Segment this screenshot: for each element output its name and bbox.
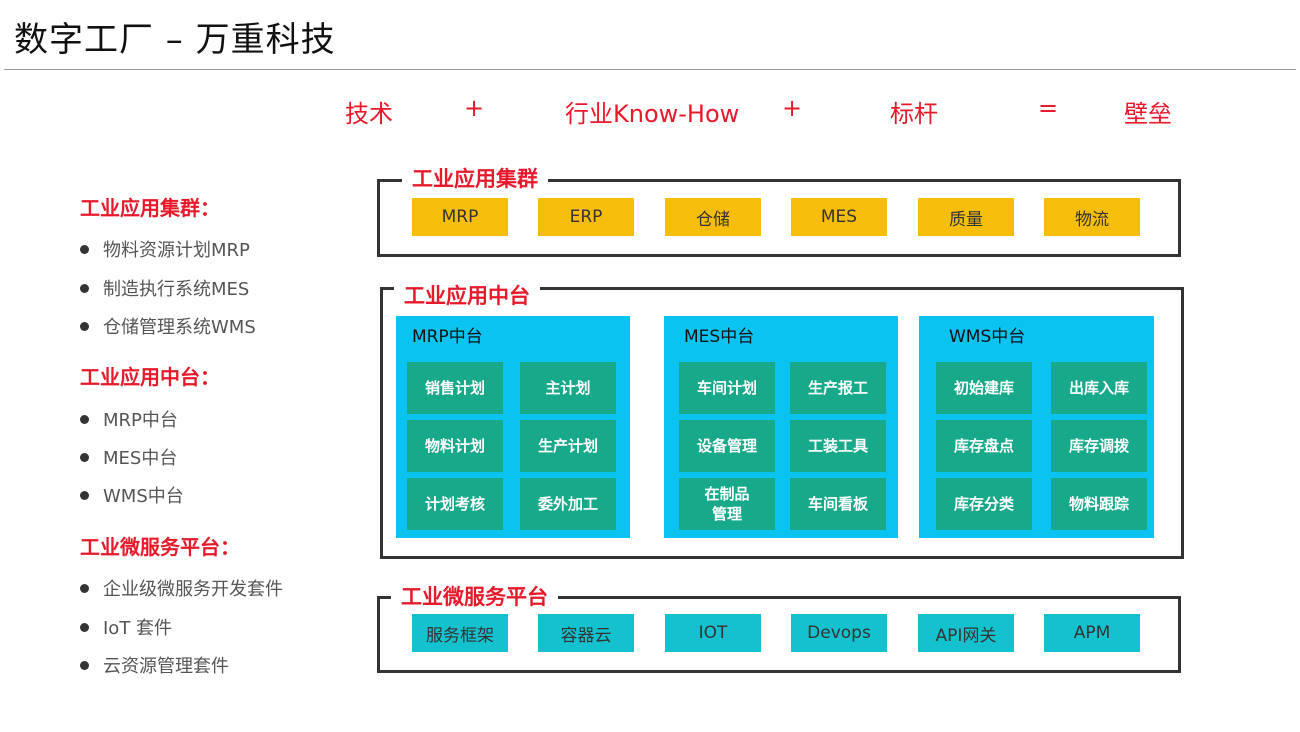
- panel-cell: 库存盘点: [936, 420, 1032, 472]
- micro-chip: Devops: [791, 614, 887, 652]
- cluster-label: 工业应用集群: [402, 163, 548, 193]
- panel-mes: MES中台 车间计划 生产报工 设备管理 工装工具 在制品 管理 车间看板: [664, 316, 898, 538]
- bullet-icon: [80, 660, 89, 670]
- side-heading-cluster: 工业应用集群：: [80, 196, 220, 220]
- formula-plus-2: +: [782, 94, 803, 122]
- side-item: 企业级微服务开发套件: [80, 575, 283, 601]
- side-heading-micro: 工业微服务平台：: [80, 535, 240, 559]
- panel-mrp: MRP中台 销售计划 主计划 物料计划 生产计划 计划考核 委外加工: [396, 316, 630, 538]
- cluster-chip: MRP: [412, 198, 508, 236]
- panel-cell: 库存调拨: [1051, 420, 1147, 472]
- panel-title: WMS中台: [949, 327, 1026, 347]
- side-heading-middle: 工业应用中台：: [80, 365, 220, 389]
- panel-cell: 车间计划: [679, 362, 775, 414]
- cluster-frame: [377, 179, 1181, 257]
- panel-title: MES中台: [684, 327, 755, 347]
- page-title: 数字工厂 – 万重科技: [14, 20, 336, 60]
- cluster-chip: 质量: [918, 198, 1014, 236]
- micro-chip: 服务框架: [412, 614, 508, 652]
- formula-term-knowhow: 行业Know-How: [565, 100, 740, 128]
- middle-frame: [380, 287, 1184, 559]
- bullet-icon: [80, 583, 89, 593]
- panel-cell: 生产计划: [520, 420, 616, 472]
- micro-chip: APM: [1044, 614, 1140, 652]
- side-item: 仓储管理系统WMS: [80, 313, 256, 339]
- side-item: MRP中台: [80, 406, 178, 432]
- panel-cell: 工装工具: [790, 420, 886, 472]
- side-item: 物料资源计划MRP: [80, 236, 250, 262]
- side-item: WMS中台: [80, 482, 184, 508]
- micro-chip: API网关: [918, 614, 1014, 652]
- bullet-icon: [80, 452, 89, 462]
- panel-cell: 委外加工: [520, 478, 616, 530]
- title-divider: [4, 69, 1296, 70]
- micro-frame: [377, 596, 1181, 673]
- panel-cell: 库存分类: [936, 478, 1032, 530]
- formula-term-tech: 技术: [345, 100, 393, 128]
- formula-plus-1: +: [464, 94, 485, 122]
- bullet-icon: [80, 414, 89, 424]
- bullet-icon: [80, 321, 89, 331]
- formula-equals: =: [1038, 94, 1059, 122]
- panel-wms: WMS中台 初始建库 出库入库 库存盘点 库存调拨 库存分类 物料跟踪: [919, 316, 1154, 538]
- panel-cell: 物料计划: [407, 420, 503, 472]
- panel-title: MRP中台: [412, 327, 483, 347]
- bullet-icon: [80, 622, 89, 632]
- panel-cell: 计划考核: [407, 478, 503, 530]
- panel-cell: 初始建库: [936, 362, 1032, 414]
- micro-label: 工业微服务平台: [391, 581, 558, 611]
- side-item: MES中台: [80, 444, 177, 470]
- middle-label: 工业应用中台: [394, 280, 540, 310]
- panel-cell: 设备管理: [679, 420, 775, 472]
- panel-cell: 生产报工: [790, 362, 886, 414]
- panel-cell: 销售计划: [407, 362, 503, 414]
- cluster-chip: 仓储: [665, 198, 761, 236]
- panel-cell: 车间看板: [790, 478, 886, 530]
- bullet-icon: [80, 283, 89, 293]
- cluster-chip: 物流: [1044, 198, 1140, 236]
- micro-chip: 容器云: [538, 614, 634, 652]
- bullet-icon: [80, 244, 89, 254]
- panel-cell: 在制品 管理: [679, 478, 775, 530]
- panel-cell: 出库入库: [1051, 362, 1147, 414]
- side-item: IoT 套件: [80, 614, 172, 640]
- panel-cell: 物料跟踪: [1051, 478, 1147, 530]
- cluster-chip: MES: [791, 198, 887, 236]
- micro-chip: IOT: [665, 614, 761, 652]
- panel-cell: 主计划: [520, 362, 616, 414]
- cluster-chip: ERP: [538, 198, 634, 236]
- formula-term-benchmark: 标杆: [890, 100, 938, 128]
- side-item: 云资源管理套件: [80, 652, 229, 678]
- side-item: 制造执行系统MES: [80, 275, 249, 301]
- bullet-icon: [80, 490, 89, 500]
- formula-term-barrier: 壁垒: [1124, 100, 1172, 128]
